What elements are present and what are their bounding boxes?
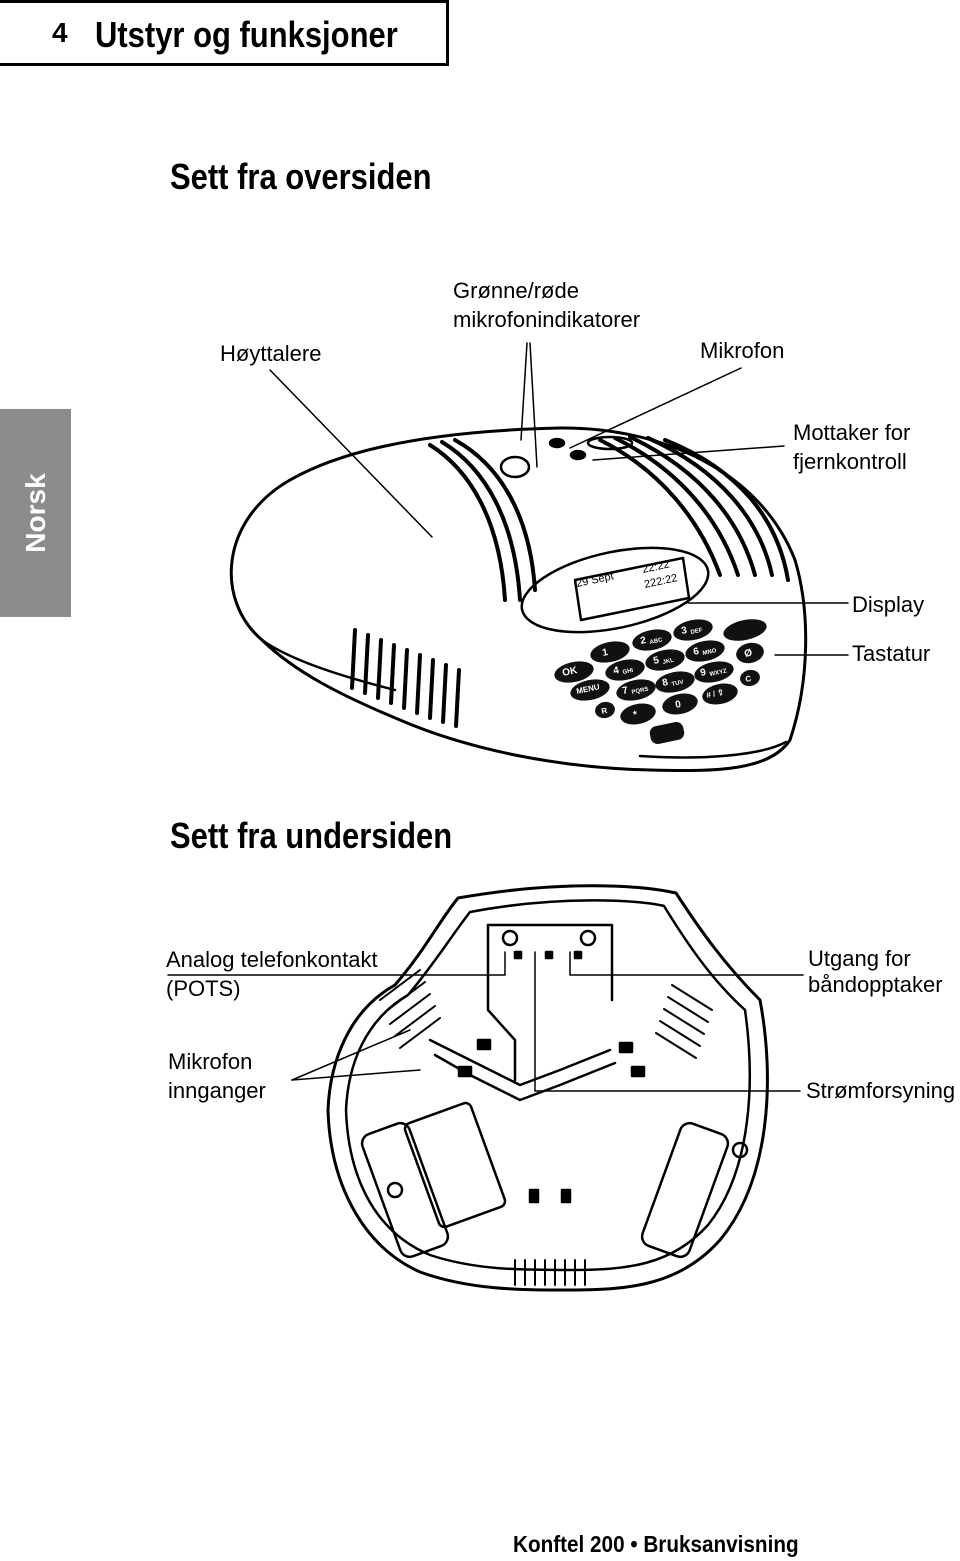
label-display: Display: [852, 592, 925, 617]
key-5-letters: JKL: [662, 658, 675, 666]
key-8-label: 8: [661, 677, 669, 689]
footer-text: Konftel 200 • Bruksanvisning: [513, 1531, 799, 1557]
label-mic-inputs: Mikrofon innganger: [168, 1049, 266, 1103]
key-c-label: C: [745, 674, 753, 684]
key-6-letters: MNO: [702, 648, 717, 657]
key-hash-label: # / ⇧: [706, 687, 725, 700]
key-8-letters: TUV: [671, 680, 684, 688]
key-0-label: 0: [674, 699, 682, 711]
key-7-letters: PQRS: [631, 687, 649, 696]
label-microphone: Mikrofon: [700, 338, 785, 363]
language-tab: Norsk: [0, 409, 71, 617]
key-star-label: *: [632, 709, 638, 721]
key-2-letters: ABC: [649, 637, 664, 646]
display-time: 22:22: [641, 558, 670, 575]
key-labels: 1 2 ABC 3 DEF 4 GHI 5 JKL 6 MNO 7 PQRS 8…: [561, 625, 753, 721]
key-4-label: 4: [612, 665, 620, 677]
key-mute-label: Ø: [743, 648, 753, 660]
keypad-keys: [554, 619, 767, 745]
label-keypad: Tastatur: [852, 641, 931, 666]
key-3-label: 3: [680, 625, 688, 637]
label-power: Strømforsyning: [806, 1078, 956, 1103]
key-r-label: R: [601, 706, 609, 716]
key-2-label: 2: [639, 635, 647, 647]
chapter-number: 4: [52, 17, 68, 48]
chapter-title: Utstyr og funksjoner: [95, 14, 398, 55]
key-4-letters: GHI: [622, 668, 634, 676]
label-speakers: Høyttalere: [220, 341, 322, 366]
key-5-label: 5: [652, 655, 660, 667]
bottom-view-device: [167, 884, 804, 1292]
label-remote-receiver: Mottaker for fjernkontroll: [793, 420, 911, 474]
key-7-label: 7: [621, 685, 629, 697]
device-display-text: 29 Sept 22:22 222:22: [575, 558, 678, 590]
bottom-view-title: Sett fra undersiden: [170, 815, 453, 856]
label-pots: Analog telefonkontakt (POTS): [166, 947, 378, 1001]
key-6-label: 6: [692, 646, 700, 658]
label-mic-indicators: Grønne/røde mikrofonindikatorer: [453, 278, 641, 332]
key-9-letters: WXYZ: [709, 668, 728, 678]
key-9-label: 9: [699, 667, 707, 679]
top-view-device: [229, 342, 849, 773]
key-1-label: 1: [601, 647, 609, 659]
chapter-header-box: 4 Utstyr og funksjoner: [0, 0, 449, 66]
label-tape-out: Utgang for båndopptaker: [808, 946, 943, 997]
key-3-letters: DEF: [690, 628, 703, 636]
key-ok-label: OK: [561, 665, 579, 679]
top-view-title: Sett fra oversiden: [170, 156, 432, 197]
